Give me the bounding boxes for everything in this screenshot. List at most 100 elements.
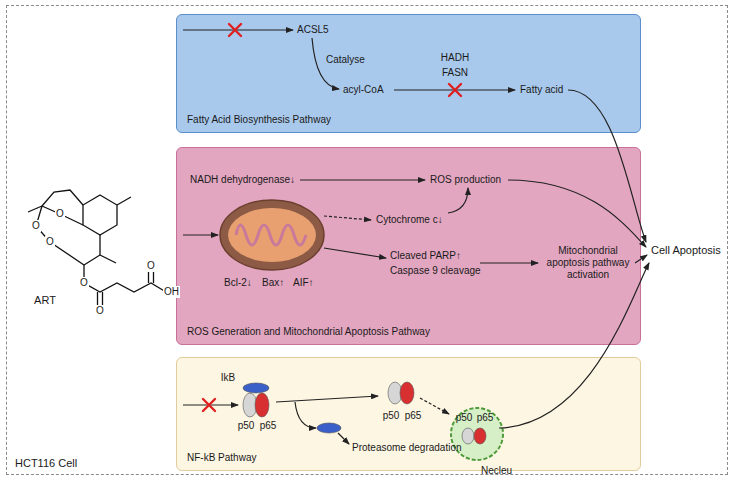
arrow bbox=[300, 179, 425, 180]
protein-label: Cleaved PARP↑ bbox=[390, 250, 461, 262]
art-molecule bbox=[84, 235, 100, 265]
protein-complex bbox=[243, 382, 486, 444]
protein-label: Bcl-2↓ bbox=[224, 277, 252, 289]
art-molecule bbox=[83, 195, 117, 235]
subunit-label: p65 bbox=[405, 410, 422, 422]
inhibition-cross bbox=[203, 24, 461, 411]
metabolite-label: Fatty acid bbox=[520, 84, 563, 96]
inhibition-cross bbox=[203, 399, 215, 411]
inhibition-cross bbox=[449, 84, 461, 96]
protein-complex bbox=[243, 383, 269, 393]
protein-label: Bcl-2↓ bbox=[224, 277, 252, 289]
arrow bbox=[635, 255, 647, 263]
protein-label: ACSL5 bbox=[297, 24, 329, 36]
art-molecule bbox=[117, 197, 131, 205]
arrow bbox=[183, 30, 649, 444]
arrow bbox=[183, 234, 218, 235]
enzyme-label: FASN bbox=[442, 67, 468, 79]
protein-label: Cytochrome c↓ bbox=[376, 214, 443, 226]
protein-label: Cleaved PARP↑ bbox=[390, 250, 461, 262]
effect-label: ROS production bbox=[430, 174, 501, 186]
effect-label: ROS production bbox=[430, 174, 501, 186]
protein-complex bbox=[255, 393, 269, 417]
subunit-label: p65 bbox=[260, 420, 277, 432]
step-label: Catalyse bbox=[326, 54, 365, 66]
protein-label: Caspase 9 cleavage bbox=[390, 265, 481, 277]
atom-label: O bbox=[146, 260, 156, 272]
protein-complex bbox=[474, 428, 486, 444]
protein-label: Bax↑ bbox=[262, 277, 284, 289]
effect-label: Mitochondrial apoptosis pathway activati… bbox=[541, 245, 635, 281]
subunit-label: p50 bbox=[383, 410, 400, 422]
atom-label: O bbox=[31, 220, 41, 232]
mitochondrion bbox=[220, 200, 324, 270]
arrow bbox=[420, 398, 449, 414]
atom-label: OH bbox=[163, 286, 180, 298]
art-molecule bbox=[42, 206, 83, 225]
atom-label: O bbox=[146, 260, 156, 272]
outcome-label: Cell Apoptosis bbox=[651, 244, 721, 257]
mitochondrion bbox=[236, 225, 306, 245]
panel-heading: NF-kB Pathway bbox=[187, 452, 256, 464]
subunit-label: p50 bbox=[238, 420, 255, 432]
subunit-label: p50 bbox=[456, 412, 473, 424]
protein-label: Cytochrome c↓ bbox=[376, 214, 443, 226]
enzyme-label: HADH bbox=[441, 52, 469, 64]
arrow bbox=[499, 263, 649, 428]
subunit-label: p50 bbox=[383, 410, 400, 422]
atom-label: O bbox=[95, 305, 105, 317]
arrow bbox=[480, 262, 538, 263]
subunit-label: p65 bbox=[260, 420, 277, 432]
panel-heading: Fatty Acid Biosynthesis Pathway bbox=[187, 114, 331, 126]
protein-label: IkB bbox=[221, 372, 235, 384]
protein-label: ACSL5 bbox=[297, 24, 329, 36]
arrow bbox=[295, 402, 316, 428]
arrow bbox=[338, 433, 349, 444]
compound-name: ART bbox=[34, 294, 56, 307]
protein-label: Bax↑ bbox=[262, 277, 284, 289]
metabolite-label: acyl-CoA bbox=[343, 84, 384, 96]
subunit-label: p50 bbox=[238, 420, 255, 432]
arrow bbox=[183, 29, 293, 30]
pathway-panel: Fatty Acid Biosynthesis Pathway bbox=[176, 14, 641, 133]
mitochondrion bbox=[228, 208, 316, 262]
atom-label: O bbox=[55, 208, 65, 220]
protein-label: NADH dehydrogenase↓ bbox=[190, 174, 295, 186]
protein-label: AIF↑ bbox=[293, 277, 314, 289]
enzyme-label: FASN bbox=[442, 67, 468, 79]
cell-boundary: HCT116 Cell Fatty Acid Biosynthesis Pathw… bbox=[6, 5, 728, 475]
arrow bbox=[568, 90, 646, 242]
art-molecule bbox=[42, 190, 83, 206]
atom-label: O bbox=[45, 236, 55, 248]
atom-label: OH bbox=[163, 286, 180, 298]
enzyme-label: HADH bbox=[441, 52, 469, 64]
atom-label: O bbox=[79, 277, 89, 289]
protein-label: IkB bbox=[221, 372, 235, 384]
metabolite-label: acyl-CoA bbox=[343, 84, 384, 96]
effect-label: Proteasome degradation bbox=[352, 442, 462, 454]
atom-label: O bbox=[95, 305, 105, 317]
protein-complex bbox=[400, 382, 414, 404]
panel-heading: ROS Generation and Mitochondrial Apoptos… bbox=[187, 326, 430, 338]
subunit-label: p65 bbox=[477, 412, 494, 424]
protein-label: AIF↑ bbox=[293, 277, 314, 289]
protein-complex bbox=[317, 423, 341, 433]
arrow bbox=[324, 216, 371, 220]
protein-complex bbox=[462, 428, 474, 444]
effect-label: Proteasome degradation bbox=[352, 442, 462, 454]
nucleus-label: Necleu bbox=[481, 465, 512, 476]
arrow bbox=[324, 248, 386, 258]
art-molecule bbox=[100, 255, 116, 263]
effect-label: Mitochondrial apoptosis pathway activati… bbox=[541, 245, 635, 281]
subunit-label: p65 bbox=[405, 410, 422, 422]
protein-label: NADH dehydrogenase↓ bbox=[190, 174, 295, 186]
cell-label: HCT116 Cell bbox=[15, 457, 77, 469]
compound-name: ART bbox=[34, 294, 56, 307]
subunit-label: p65 bbox=[477, 412, 494, 424]
step-label: Catalyse bbox=[326, 54, 365, 66]
atom-label: O bbox=[31, 220, 41, 232]
atom-label: O bbox=[55, 208, 65, 220]
mitochondrion bbox=[220, 200, 324, 270]
art-molecule bbox=[36, 206, 84, 265]
